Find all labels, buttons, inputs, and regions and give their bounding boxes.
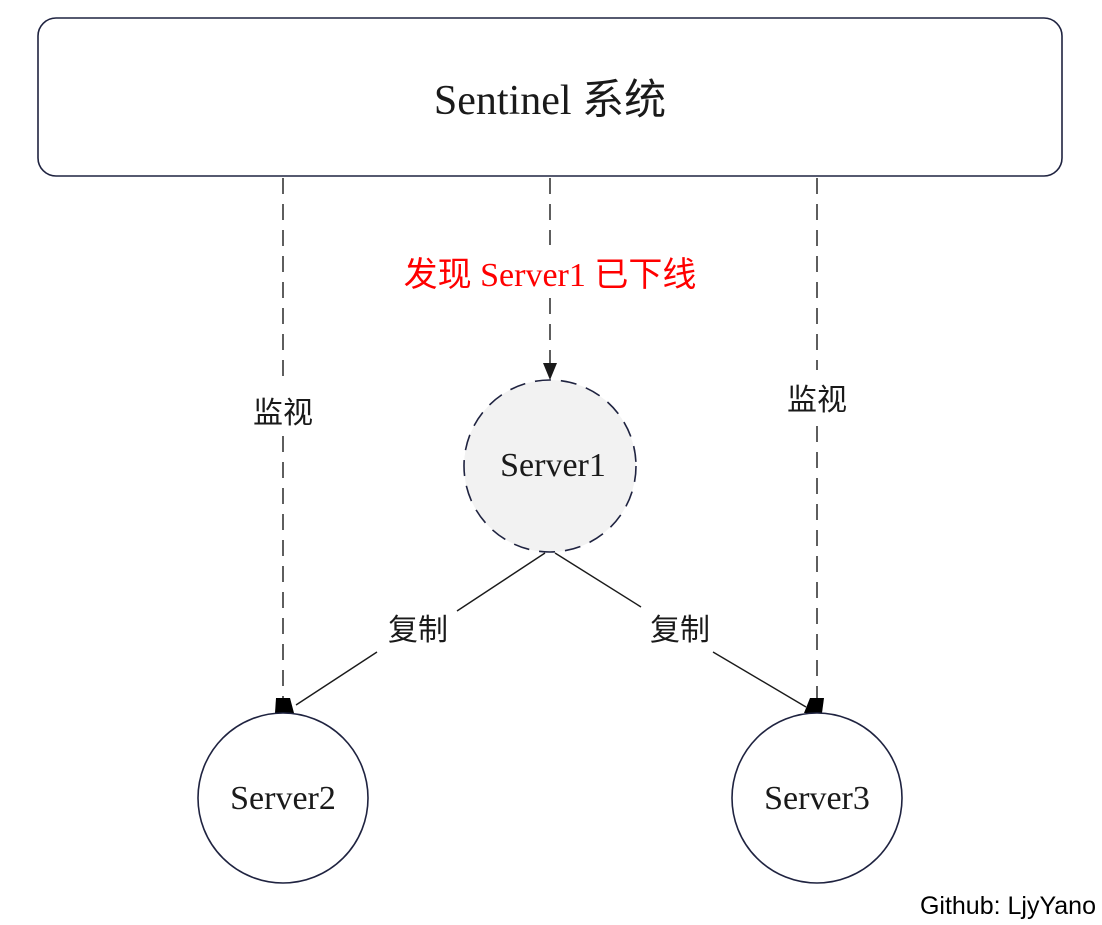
sentinel-system-box[interactable]: Sentinel 系统 <box>37 17 1063 177</box>
server2-node[interactable]: Server2 <box>197 712 369 884</box>
monitor-label-right: 监视 <box>787 383 847 418</box>
monitor-edge-center: 发现 Server1 已下线 <box>404 178 697 380</box>
monitor-label-left: 监视 <box>253 396 313 431</box>
github-credit: Github: LjyYano <box>919 892 1096 920</box>
server2-label: Server2 <box>230 780 336 817</box>
server1-label: Server1 <box>500 447 606 484</box>
arrowhead-icon <box>275 698 294 713</box>
replicate-edge-left: 复制 <box>295 552 546 706</box>
server3-label: Server3 <box>764 780 870 817</box>
replicate-label-left: 复制 <box>388 613 448 648</box>
replicate-label-right: 复制 <box>650 613 710 648</box>
arrowhead-icon <box>804 698 824 713</box>
server3-node[interactable]: Server3 <box>731 712 903 884</box>
monitor-edge-right: 监视 <box>787 178 847 713</box>
sentinel-title: Sentinel 系统 <box>434 78 666 124</box>
server1-node[interactable]: Server1 <box>463 379 637 553</box>
arrowhead-icon <box>543 363 557 380</box>
monitor-edge-left: 监视 <box>253 178 313 713</box>
replicate-edge-right: 复制 <box>554 552 807 708</box>
server1-offline-alert: 发现 Server1 已下线 <box>404 256 697 294</box>
